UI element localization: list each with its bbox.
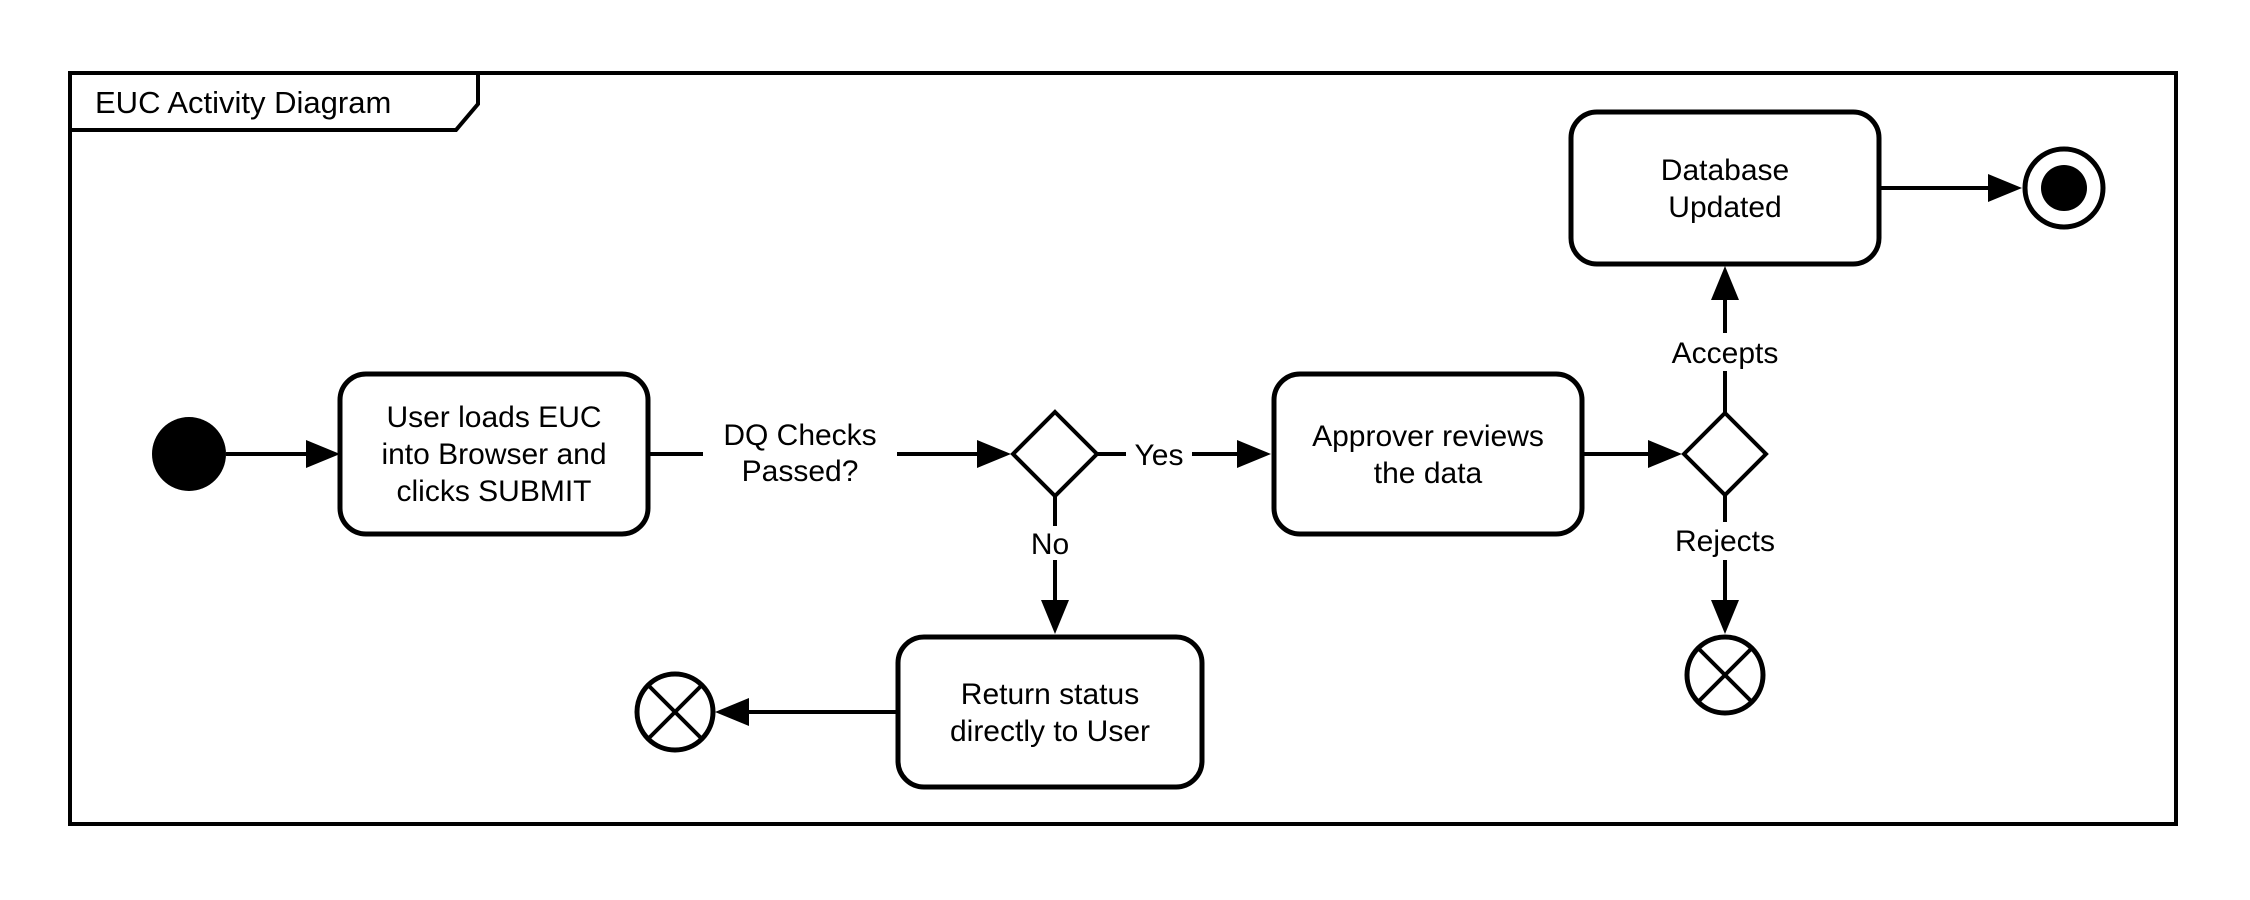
- flow-final-x-icon: [1696, 646, 1754, 704]
- edge-label-bg: [1024, 526, 1076, 560]
- arrowhead-icon: [1041, 600, 1069, 634]
- decision-dq-checks: [1010, 409, 1100, 499]
- flow-final-node-left: [634, 671, 716, 753]
- edge-return-to-flow-final: [715, 698, 898, 726]
- arrowhead-icon: [977, 440, 1011, 468]
- flow-final-node-right: [1684, 634, 1766, 716]
- edge-label-bg: [1126, 436, 1192, 470]
- activity-final-node: [2022, 146, 2106, 230]
- frame-title-tab: [68, 71, 480, 132]
- edge-label-bg: [1660, 333, 1790, 371]
- decision-approver-outcome: [1681, 410, 1769, 498]
- arrowhead-icon: [1237, 440, 1271, 468]
- action-label-line: directly to User: [950, 715, 1150, 748]
- edge-label-bg: [1664, 522, 1786, 560]
- action-label-line: Updated: [1668, 191, 1781, 224]
- action-label-line: Database: [1661, 154, 1789, 187]
- edge-label-no: No: [1031, 528, 1069, 561]
- arrowhead-icon: [1711, 600, 1739, 634]
- action-user-loads-euc: [337, 371, 651, 537]
- edge-db-to-final: [1879, 174, 2022, 202]
- action-box: [1271, 371, 1585, 537]
- action-box: [1568, 109, 1882, 267]
- initial-node: [152, 417, 226, 491]
- initial-node-icon: [152, 417, 226, 491]
- edge-label-dq-line2: Passed?: [742, 455, 859, 488]
- edge-approver-to-decision: [1582, 440, 1682, 468]
- action-approver-reviews: [1271, 371, 1585, 537]
- action-label-line: into Browser and: [381, 438, 606, 471]
- arrowhead-icon: [1988, 174, 2022, 202]
- action-label-line: clicks SUBMIT: [397, 475, 592, 508]
- arrowhead-icon: [306, 440, 340, 468]
- flow-final-x-icon: [646, 683, 704, 741]
- arrowhead-icon: [715, 698, 749, 726]
- edge-label-dq-line1: DQ Checks: [723, 419, 876, 452]
- action-label-line: the data: [1374, 457, 1483, 490]
- action-database-updated: [1568, 109, 1882, 267]
- edge-label-rejects: Rejects: [1675, 525, 1775, 558]
- edge-start-to-load: [226, 440, 340, 468]
- activity-final-inner-icon: [2041, 165, 2087, 211]
- decision-diamond-icon: [1010, 409, 1100, 499]
- action-box: [337, 371, 651, 537]
- action-box: [895, 634, 1205, 790]
- action-label-line: User loads EUC: [386, 401, 601, 434]
- edge-label-yes: Yes: [1135, 439, 1184, 472]
- action-label-line: Approver reviews: [1312, 420, 1544, 453]
- frame-title: EUC Activity Diagram: [95, 85, 391, 120]
- edge-label-accepts: Accepts: [1672, 337, 1779, 370]
- decision-diamond-icon: [1681, 410, 1769, 498]
- arrowhead-icon: [1711, 266, 1739, 300]
- arrowhead-icon: [1648, 440, 1682, 468]
- action-label-line: Return status: [961, 678, 1139, 711]
- action-return-status: [895, 634, 1205, 790]
- edge-label-bg: [703, 414, 897, 492]
